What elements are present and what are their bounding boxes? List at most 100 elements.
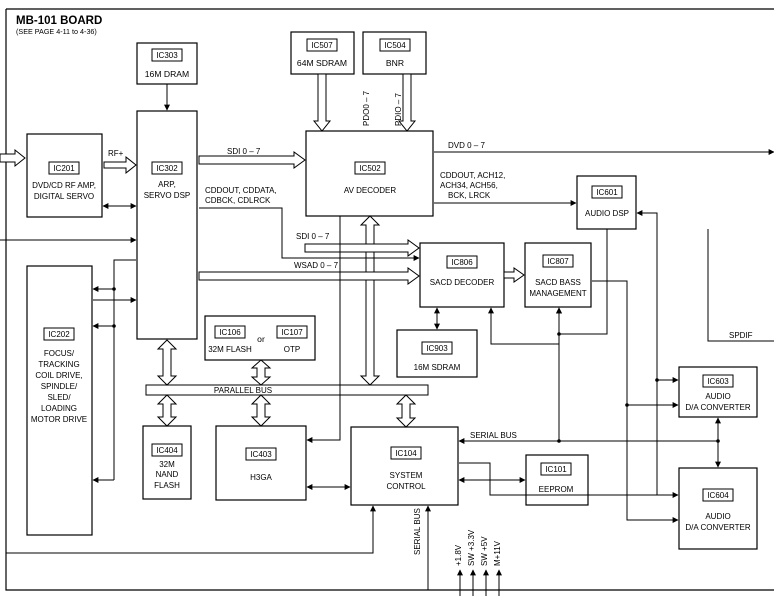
ic201-line1: DVD/CD RF AMP, (32, 181, 96, 190)
label-dvd: DVD 0 – 7 (448, 141, 485, 150)
bus-ic302-parallel (156, 339, 178, 386)
ic101-id: IC101 (545, 465, 567, 474)
board-frame (5, 8, 774, 591)
ic404-line1: 32M (159, 460, 175, 469)
block-ic604: IC604 AUDIO D/A CONVERTER (678, 467, 758, 550)
ic502-id: IC502 (359, 164, 381, 173)
label-power-1v8: +1.8V (454, 544, 463, 566)
block-ic302: IC302 ARP, SERVO DSP (136, 110, 198, 340)
ic603-line1: AUDIO (705, 392, 730, 401)
ic106-label: 32M FLASH (208, 345, 252, 354)
label-sdi-top: SDI 0 – 7 (227, 147, 261, 156)
block-ic404: IC404 32M NAND FLASH (142, 425, 192, 500)
ic507-id: IC507 (311, 41, 333, 50)
ic303-label: 16M DRAM (145, 69, 189, 79)
ic302-line1: ARP, (158, 180, 176, 189)
block-ic101: IC101 EEPROM (525, 454, 589, 506)
ic202-line3: COIL DRIVE, (35, 371, 82, 380)
ic202-line6: LOADING (41, 404, 77, 413)
bus-parallel-ic104 (395, 394, 417, 428)
ic404-line3: FLASH (154, 481, 180, 490)
ic507-label: 64M SDRAM (297, 58, 347, 68)
ic604-line2: D/A CONVERTER (685, 523, 750, 532)
ic604-line1: AUDIO (705, 512, 730, 521)
ic202-line7: MOTOR DRIVE (31, 415, 87, 424)
ic104-id: IC104 (395, 449, 417, 458)
label-power-3v3: SW +3.3V (467, 529, 476, 566)
bus-parallel-ic403 (250, 394, 272, 427)
ic201-line2: DIGITAL SERVO (34, 192, 94, 201)
bus-sdi-ic502 (198, 151, 306, 169)
ic107-id: IC107 (281, 328, 303, 337)
ic201-id: IC201 (53, 164, 75, 173)
ic404-line2: NAND (156, 470, 179, 479)
ic302-id: IC302 (156, 164, 178, 173)
ic104-line1: SYSTEM (390, 471, 423, 480)
block-ic807: IC807 SACD BASS MANAGEMENT (524, 242, 592, 308)
ic806-label: SACD DECODER (430, 278, 495, 287)
ic601-id: IC601 (596, 188, 618, 197)
label-cddout-302-1: CDDOUT, CDDATA, (205, 186, 277, 195)
bus-sdi-ic806 (304, 239, 420, 257)
label-power-5v: SW +5V (480, 536, 489, 566)
board-subtitle: (SEE PAGE 4-11 to 4-36) (16, 27, 97, 36)
ic202-line5: SLED/ (47, 393, 71, 402)
bus-rf-ic302 (103, 155, 137, 175)
label-cddout-502-1: CDDOUT, ACH12, (440, 171, 505, 180)
board-title: MB-101 BOARD (16, 15, 102, 27)
block-ic502: IC502 AV DECODER (305, 130, 434, 217)
parallel-bus: PARALLEL BUS (145, 384, 429, 396)
block-ic201: IC201 DVD/CD RF AMP, DIGITAL SERVO (26, 133, 103, 218)
ic403-label: H3GA (250, 473, 272, 482)
bus-pdo-ic507 (312, 73, 332, 132)
block-ic603: IC603 AUDIO D/A CONVERTER (678, 366, 758, 418)
label-cddout-502-3: BCK, LRCK (448, 191, 491, 200)
label-wsad: WSAD 0 – 7 (294, 261, 339, 270)
ic806-id: IC806 (451, 258, 473, 267)
label-cddout-302-2: CDBCK, CDLRCK (205, 196, 271, 205)
block-ic106-ic107: IC106 32M FLASH or IC107 OTP (204, 315, 316, 361)
ic202-line4: SPINDLE/ (41, 382, 78, 391)
label-serial-bus-h: SERIAL BUS (470, 431, 517, 440)
block-ic104: IC104 SYSTEM CONTROL (350, 426, 459, 506)
ic107-label: OTP (284, 345, 300, 354)
ic404-id: IC404 (156, 446, 178, 455)
ic101-label: EEPROM (539, 485, 574, 494)
ic202-line1: FOCUS/ (44, 349, 75, 358)
ic903-id: IC903 (426, 344, 448, 353)
ic604-id: IC604 (707, 491, 729, 500)
ic403-id: IC403 (250, 450, 272, 459)
ic202-id: IC202 (48, 330, 70, 339)
label-power-11v: M+11V (493, 540, 502, 566)
bus-ic806-ic807 (503, 267, 525, 283)
bus-ic502-parallel (359, 215, 381, 386)
label-sdi-mid: SDI 0 – 7 (296, 232, 330, 241)
label-rf: RF+ (108, 149, 124, 158)
block-ic806: IC806 SACD DECODER (419, 242, 505, 308)
bus-parallel-ic404 (156, 394, 178, 427)
ic504-id: IC504 (384, 41, 406, 50)
ic807-id: IC807 (547, 257, 569, 266)
ic504-label: BNR (386, 58, 404, 68)
ic807-line2: MANAGEMENT (529, 289, 586, 298)
block-ic303: IC303 16M DRAM (136, 42, 198, 85)
ic303-id: IC303 (156, 51, 178, 60)
ic807-line1: SACD BASS (535, 278, 581, 287)
bus-wsad-ic806 (198, 267, 420, 285)
bus-ic106-parallel (250, 359, 272, 386)
ic502-label: AV DECODER (344, 186, 397, 195)
ic106-id: IC106 (219, 328, 241, 337)
label-pdo-507: PDO0 – 7 (362, 90, 371, 126)
or-label: or (257, 334, 265, 344)
block-ic504: IC504 BNR (362, 31, 427, 75)
ic104-line2: CONTROL (386, 482, 426, 491)
ic603-id: IC603 (707, 377, 729, 386)
ic601-label: AUDIO DSP (585, 209, 629, 218)
ic202-line2: TRACKING (38, 360, 79, 369)
bus-pdo-ic504 (397, 73, 417, 132)
block-ic507: IC507 64M SDRAM (290, 31, 355, 75)
ic903-label: 16M SDRAM (414, 363, 461, 372)
parallel-bus-label: PARALLEL BUS (214, 386, 272, 395)
label-pdo-504: PDIO – 7 (394, 93, 403, 126)
